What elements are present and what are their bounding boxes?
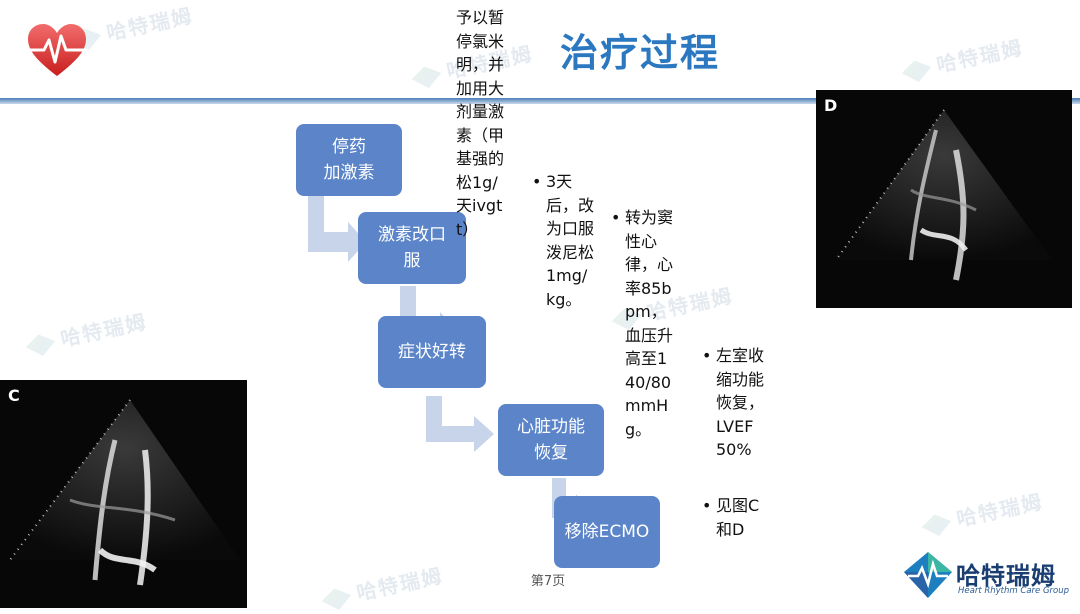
brand-logo: 哈特瑞姆 Heart Rhythm Care Group <box>902 550 1069 604</box>
note-text: •见图C和D <box>702 496 760 539</box>
brand-diamond-icon <box>904 552 952 598</box>
image-label: D <box>824 96 838 115</box>
watermark: 哈特瑞姆 <box>898 31 1025 85</box>
watermark: 哈特瑞姆 <box>318 559 445 613</box>
step-label: 激素改口 服 <box>378 225 446 271</box>
title-divider <box>0 98 1080 104</box>
watermark: 哈特瑞姆 <box>22 305 149 359</box>
slide-title: 治疗过程 <box>559 31 720 75</box>
brand-subtitle: Heart Rhythm Care Group <box>958 586 1070 596</box>
image-label: C <box>8 386 20 405</box>
step-label: 心脏功能 恢复 <box>517 417 585 463</box>
heart-pulse-icon <box>28 24 86 76</box>
echo-image-c: C <box>0 380 247 608</box>
step-box: 移除ECMO <box>554 496 660 568</box>
step-arrow <box>308 196 366 262</box>
note-text: •转为窦性心律，心率85bpm，血压升高至140/80mmHg。 <box>611 208 674 439</box>
step-label: 移除ECMO <box>564 522 650 542</box>
note-text: •予以暂停氯米明，并加用大剂量激素（甲基强的松1g/天ivgtt） <box>456 8 505 239</box>
note-text: •3天后，改为口服泼尼松1mg/kg。 <box>532 172 595 309</box>
step-box: 激素改口 服 <box>358 212 466 284</box>
watermark: 哈特瑞姆 <box>918 485 1045 539</box>
page-number: 第7页 <box>530 574 566 589</box>
step-box: 停药 加激素 <box>296 124 402 196</box>
note-text: •左室收缩功能恢复，LVEF 50% <box>702 346 765 459</box>
brand-name: 哈特瑞姆 <box>956 562 1056 590</box>
step-label: 症状好转 <box>398 342 466 362</box>
step-box: 心脏功能 恢复 <box>498 404 604 476</box>
echo-image-d: D <box>816 90 1072 308</box>
step-arrow <box>426 396 494 452</box>
step-label: 停药 加激素 <box>323 137 375 183</box>
step-box: 症状好转 <box>378 316 486 388</box>
